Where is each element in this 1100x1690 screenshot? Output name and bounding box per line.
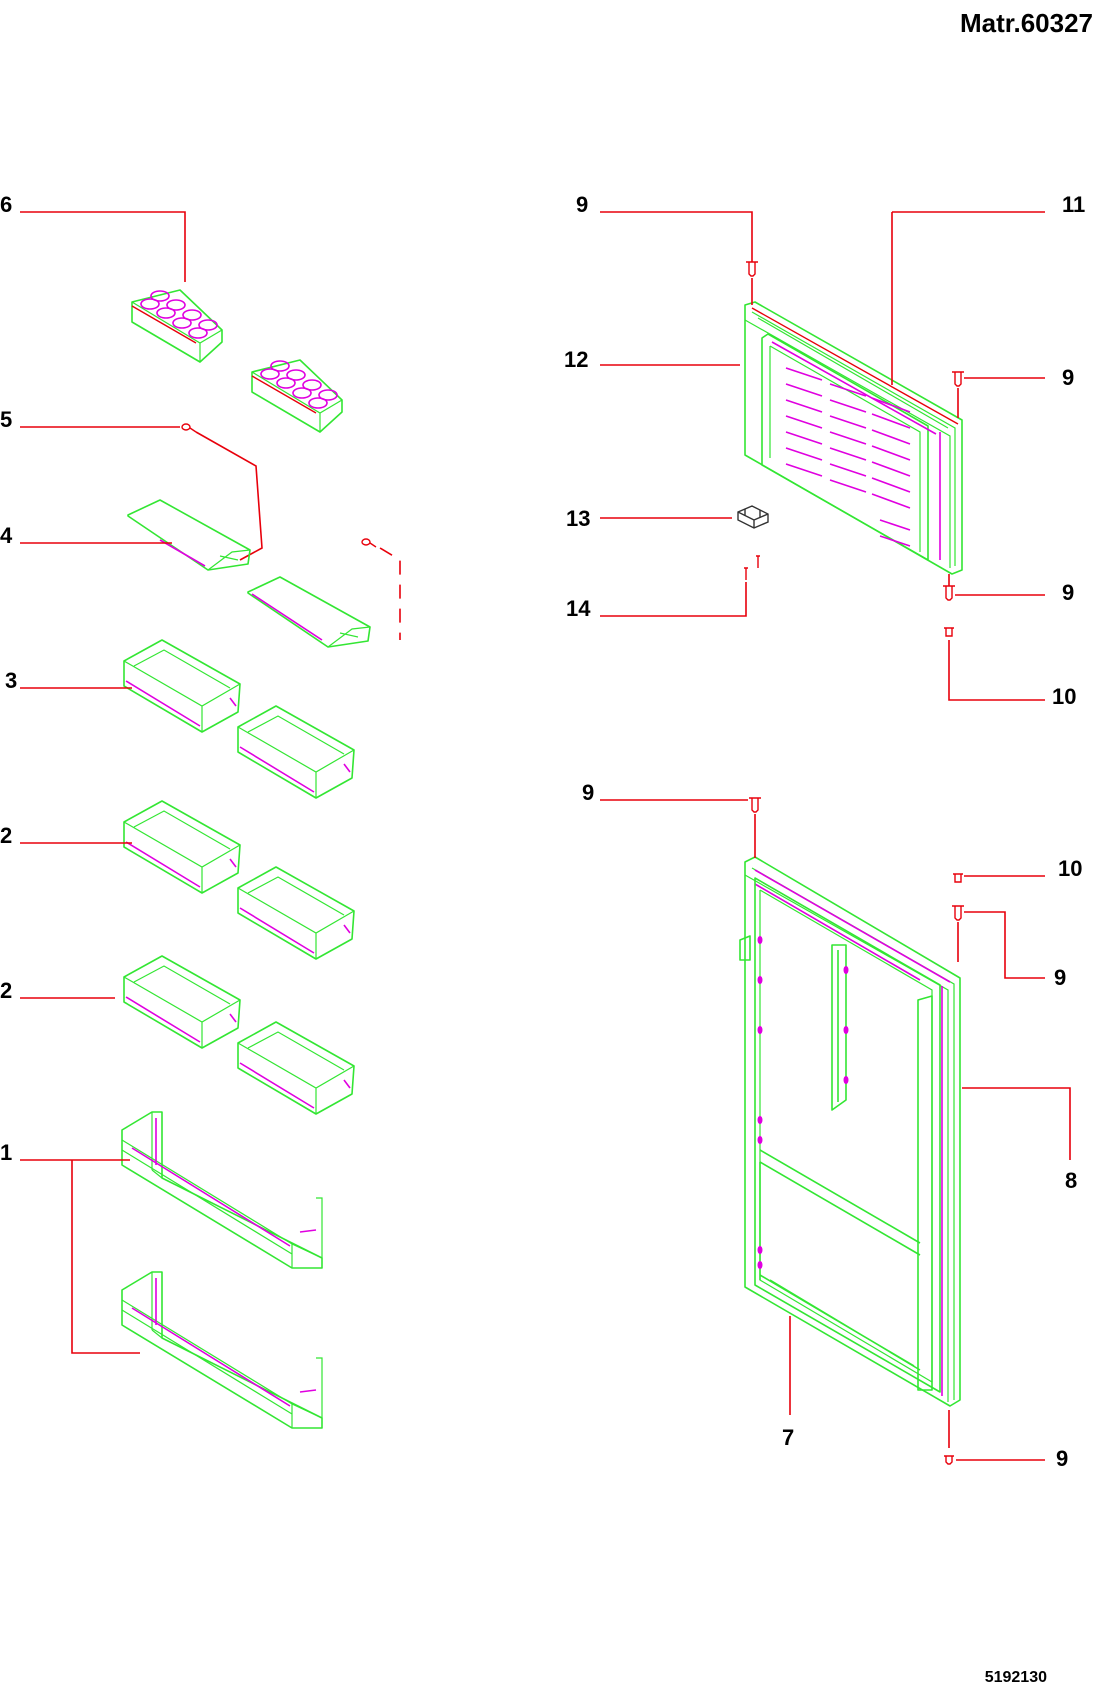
callout-3: 3 xyxy=(5,668,17,693)
small-bin-group-2b xyxy=(123,955,355,1115)
callout-8: 8 xyxy=(1065,1168,1077,1193)
callout-9-fz-right: 9 xyxy=(1062,365,1074,390)
fridge-screw-top-left xyxy=(749,797,761,813)
fridge-screw-top-right xyxy=(952,905,964,921)
leader-line-1 xyxy=(20,1159,140,1354)
freezer-hinge-part xyxy=(737,505,769,580)
callout-10-fr: 10 xyxy=(1058,856,1082,881)
freezer-door-part xyxy=(744,301,963,575)
leader-line-14 xyxy=(600,582,747,617)
small-bin-group-3 xyxy=(123,639,355,799)
leader-line-9-fz-right xyxy=(957,377,1045,418)
leader-line-5-c xyxy=(379,547,401,640)
callout-11: 11 xyxy=(1062,192,1085,217)
material-number: Matr.60327 xyxy=(960,8,1093,38)
hinged-cover-part xyxy=(127,499,371,648)
callout-9-fr-top-right: 9 xyxy=(1054,965,1066,990)
callout-7: 7 xyxy=(782,1425,794,1450)
leader-line-9-fr-bottom xyxy=(948,1410,1045,1461)
small-bin-group-2a xyxy=(123,800,355,960)
callout-4: 4 xyxy=(0,523,13,548)
callout-9-fz-bottom: 9 xyxy=(1062,580,1074,605)
clip-part xyxy=(181,423,377,548)
callout-5: 5 xyxy=(0,407,12,432)
fridge-screw-bottom xyxy=(944,1455,954,1465)
leader-line-10-fz xyxy=(948,640,1045,701)
callout-13: 13 xyxy=(566,506,590,531)
leader-line-9-fr-top-right xyxy=(957,911,1045,979)
fridge-door-part xyxy=(739,856,961,1407)
leader-line-6 xyxy=(20,211,186,282)
freezer-pin-bottom xyxy=(944,627,954,637)
leader-line-9-fz-top xyxy=(600,211,753,305)
freezer-screw-bottom xyxy=(943,585,955,601)
egg-tray-part xyxy=(131,289,343,433)
callout-10-fz: 10 xyxy=(1052,684,1076,709)
callout-9-fr-bottom: 9 xyxy=(1056,1446,1068,1471)
callout-1: 1 xyxy=(0,1140,12,1165)
callout-2b: 2 xyxy=(0,978,12,1003)
leader-line-8 xyxy=(962,1087,1071,1160)
callout-9-fz-top: 9 xyxy=(576,192,588,217)
leader-line-9-fr-top-left xyxy=(600,799,756,858)
leader-line-5-b xyxy=(195,431,263,561)
freezer-screw-right xyxy=(952,371,964,387)
leader-line-11 xyxy=(891,211,1045,385)
freezer-screw-top xyxy=(746,261,758,277)
callout-6: 6 xyxy=(0,192,12,217)
drawing-code: 5192130 xyxy=(985,1669,1047,1686)
leader-line-9-fz-bottom xyxy=(948,574,1045,596)
callout-12: 12 xyxy=(564,347,588,372)
bottle-shelf-part xyxy=(121,1111,323,1429)
callout-2a: 2 xyxy=(0,823,12,848)
fridge-pin-top xyxy=(953,873,963,883)
callout-9-fr-top-left: 9 xyxy=(582,780,594,805)
callout-14: 14 xyxy=(566,596,591,621)
